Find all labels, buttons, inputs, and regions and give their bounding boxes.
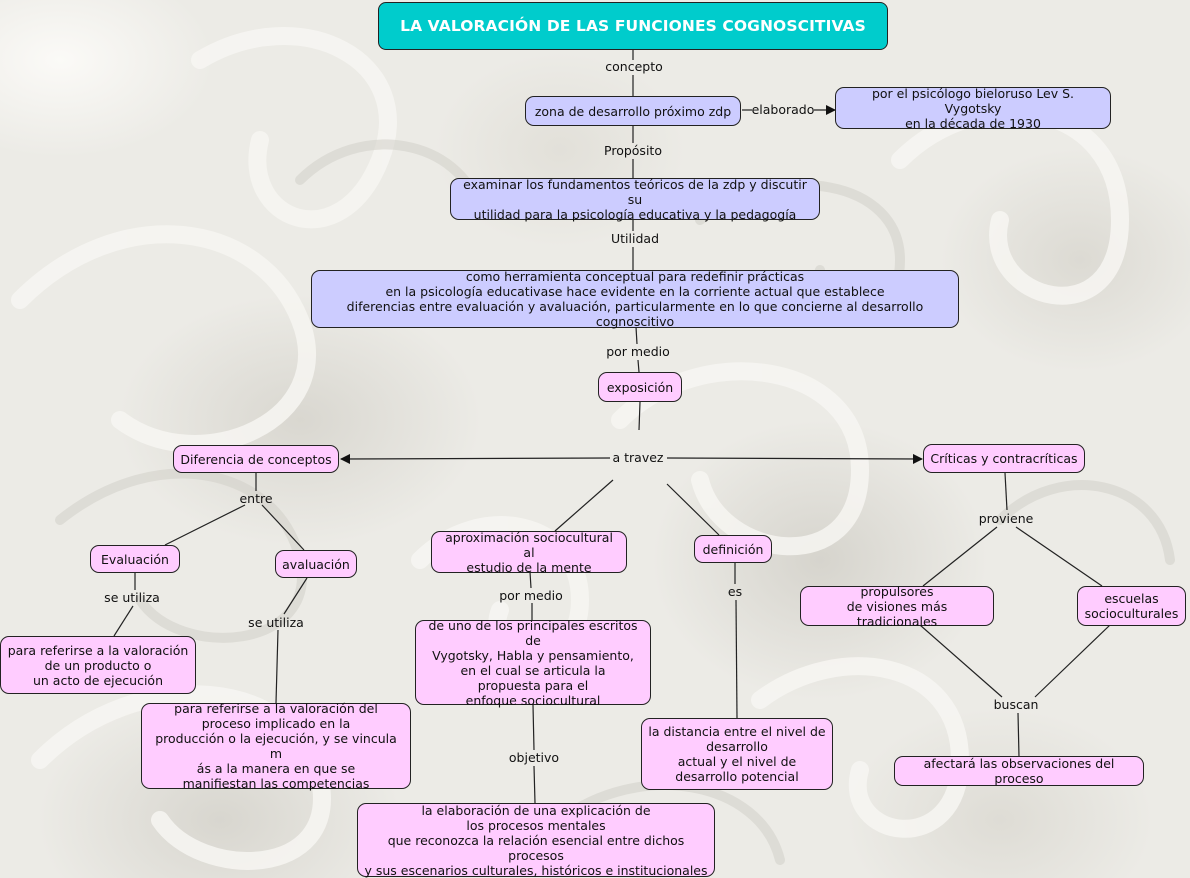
- node-proposito[interactable]: examinar los fundamentos teóricos de la …: [450, 177, 820, 222]
- link-propulsores-buscan: [919, 624, 1003, 698]
- link-label-concepto: concepto: [605, 59, 663, 74]
- node-escritos-vygotsky[interactable]: de uno de los principales escritos de Vy…: [415, 618, 651, 708]
- link-entre-evaluacion: [164, 504, 246, 546]
- node-aproximacion[interactable]: aproximación sociocultural al estudio de…: [431, 530, 627, 575]
- link-label-se-utiliza-evaluacion: se utiliza: [104, 590, 160, 605]
- node-exposicion[interactable]: exposición: [598, 372, 682, 402]
- link-label-utilidad: Utilidad: [611, 231, 659, 246]
- link-seutiliza-avaldef: [275, 629, 279, 704]
- node-zdp[interactable]: zona de desarrollo próximo zdp: [525, 96, 741, 126]
- node-avaluacion[interactable]: avaluación: [275, 550, 357, 578]
- node-definicion[interactable]: definición: [694, 535, 772, 563]
- node-utilidad[interactable]: como herramienta conceptual para redefin…: [311, 269, 959, 329]
- node-escuelas[interactable]: escuelas socioculturales: [1077, 586, 1186, 626]
- link-como-pormedio: [635, 326, 638, 345]
- link-pormedio-exposicion: [637, 359, 640, 373]
- link-avaluacion-seutiliza: [283, 577, 308, 615]
- link-entre-avaluacion: [261, 504, 305, 551]
- link-objetivo-elaboracion: [533, 765, 536, 804]
- link-label-por-medio: por medio: [606, 344, 670, 359]
- link-es-distancia: [735, 599, 738, 719]
- node-afectara[interactable]: afectará las observaciones del proceso: [894, 756, 1144, 786]
- title-node[interactable]: LA VALORACIÓN DE LAS FUNCIONES COGNOSCIT…: [378, 2, 888, 50]
- node-propulsores[interactable]: propulsores de visiones más tradicionale…: [800, 584, 994, 629]
- link-atravez-diferencia: [340, 453, 611, 464]
- link-label-por-medio-aproximacion: por medio: [499, 588, 563, 603]
- node-evaluacion[interactable]: Evaluación: [90, 545, 180, 573]
- link-label-elaborado: elaborado: [751, 102, 815, 117]
- link-label-proposito: Propósito: [604, 143, 662, 158]
- link-atravez-definicion: [666, 483, 720, 536]
- link-label-es: es: [727, 584, 743, 599]
- node-vygotsky[interactable]: por el psicólogo bieloruso Lev S. Vygots…: [835, 86, 1111, 131]
- node-diferencia-conceptos[interactable]: Diferencia de conceptos: [173, 445, 339, 473]
- node-evaluacion-definicion[interactable]: para referirse a la valoración de un pro…: [0, 636, 196, 694]
- node-criticas[interactable]: Críticas y contracríticas: [923, 444, 1085, 473]
- link-exposicion-atravez: [638, 401, 641, 431]
- link-label-entre: entre: [239, 491, 273, 506]
- link-proviene-escuelas: [1015, 526, 1103, 587]
- link-escuelas-buscan: [1034, 624, 1111, 698]
- link-label-buscan: buscan: [993, 697, 1039, 712]
- link-atravez-criticas: [666, 453, 923, 464]
- link-criticas-proviene: [1004, 472, 1008, 511]
- link-label-proviene: proviene: [978, 511, 1034, 526]
- node-distancia[interactable]: la distancia entre el nivel de desarroll…: [641, 718, 833, 790]
- link-label-objetivo: objetivo: [508, 750, 560, 765]
- link-label-se-utiliza-avaluacion: se utiliza: [248, 615, 304, 630]
- link-atravez-aproximacion: [554, 479, 614, 532]
- link-escritos-objetivo: [532, 704, 535, 751]
- link-label-a-travez: a travez: [612, 450, 664, 465]
- node-avaluacion-definicion[interactable]: para referirse a la valoración del proce…: [141, 701, 411, 791]
- link-aproximacion-pormedio: [529, 571, 532, 589]
- node-elaboracion-explicacion[interactable]: la elaboración de una explicación de los…: [357, 803, 715, 878]
- link-buscan-afectara: [1017, 712, 1020, 758]
- link-proviene-propulsores: [922, 526, 998, 587]
- link-seutiliza-evaldef: [113, 605, 134, 637]
